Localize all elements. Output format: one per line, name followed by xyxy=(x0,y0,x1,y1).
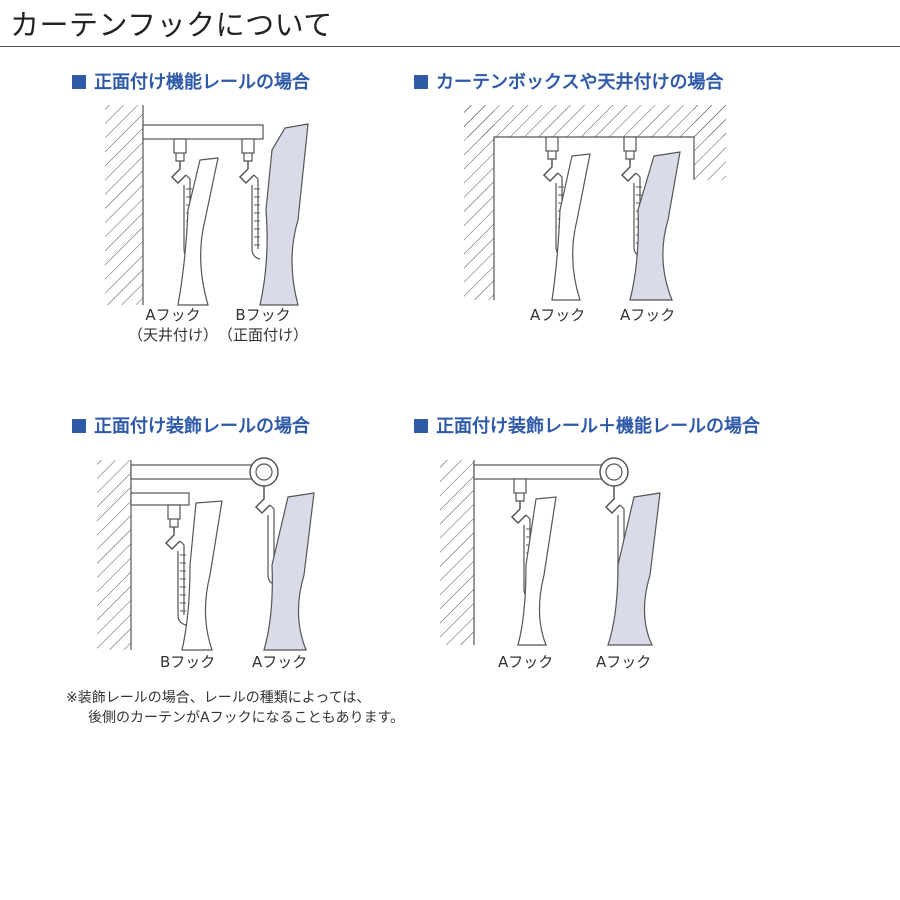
caption-a-hook-left: Aフック xyxy=(530,306,586,324)
section-heading-box-ceiling: カーテンボックスや天井付けの場合 xyxy=(414,68,723,94)
diagram-front-decorative-rail xyxy=(97,457,315,651)
title-divider xyxy=(0,46,900,47)
section-heading-front-decorative: 正面付け装飾レールの場合 xyxy=(72,412,310,438)
footnote: ※装飾レールの場合、レールの種類によっては、 後側のカーテンがAフックになること… xyxy=(66,690,405,726)
section-heading-decorative-plus-functional: 正面付け装飾レール＋機能レールの場合 xyxy=(414,412,760,438)
diagram-front-functional-rail xyxy=(105,105,309,306)
caption-a-hook-right: Aフック xyxy=(620,306,676,324)
square-bullet-icon xyxy=(72,419,86,433)
square-bullet-icon xyxy=(414,419,428,433)
square-bullet-icon xyxy=(72,75,86,89)
diagram-decorative-plus-functional-rail xyxy=(440,457,661,646)
diagram-curtain-box-ceiling xyxy=(464,105,726,301)
caption-a-hook: Aフック xyxy=(252,653,308,671)
caption-a-hook-ceiling: Aフック（天井付け） xyxy=(128,306,219,344)
section-heading-front-functional: 正面付け機能レールの場合 xyxy=(72,68,310,94)
caption-b-hook-front: Bフック（正面付け） xyxy=(218,306,309,344)
caption-a-hook-right: Aフック xyxy=(596,653,652,671)
square-bullet-icon xyxy=(414,75,428,89)
caption-b-hook: Bフック xyxy=(160,653,216,671)
caption-a-hook-left: Aフック xyxy=(498,653,554,671)
page-title: カーテンフックについて xyxy=(10,8,333,42)
